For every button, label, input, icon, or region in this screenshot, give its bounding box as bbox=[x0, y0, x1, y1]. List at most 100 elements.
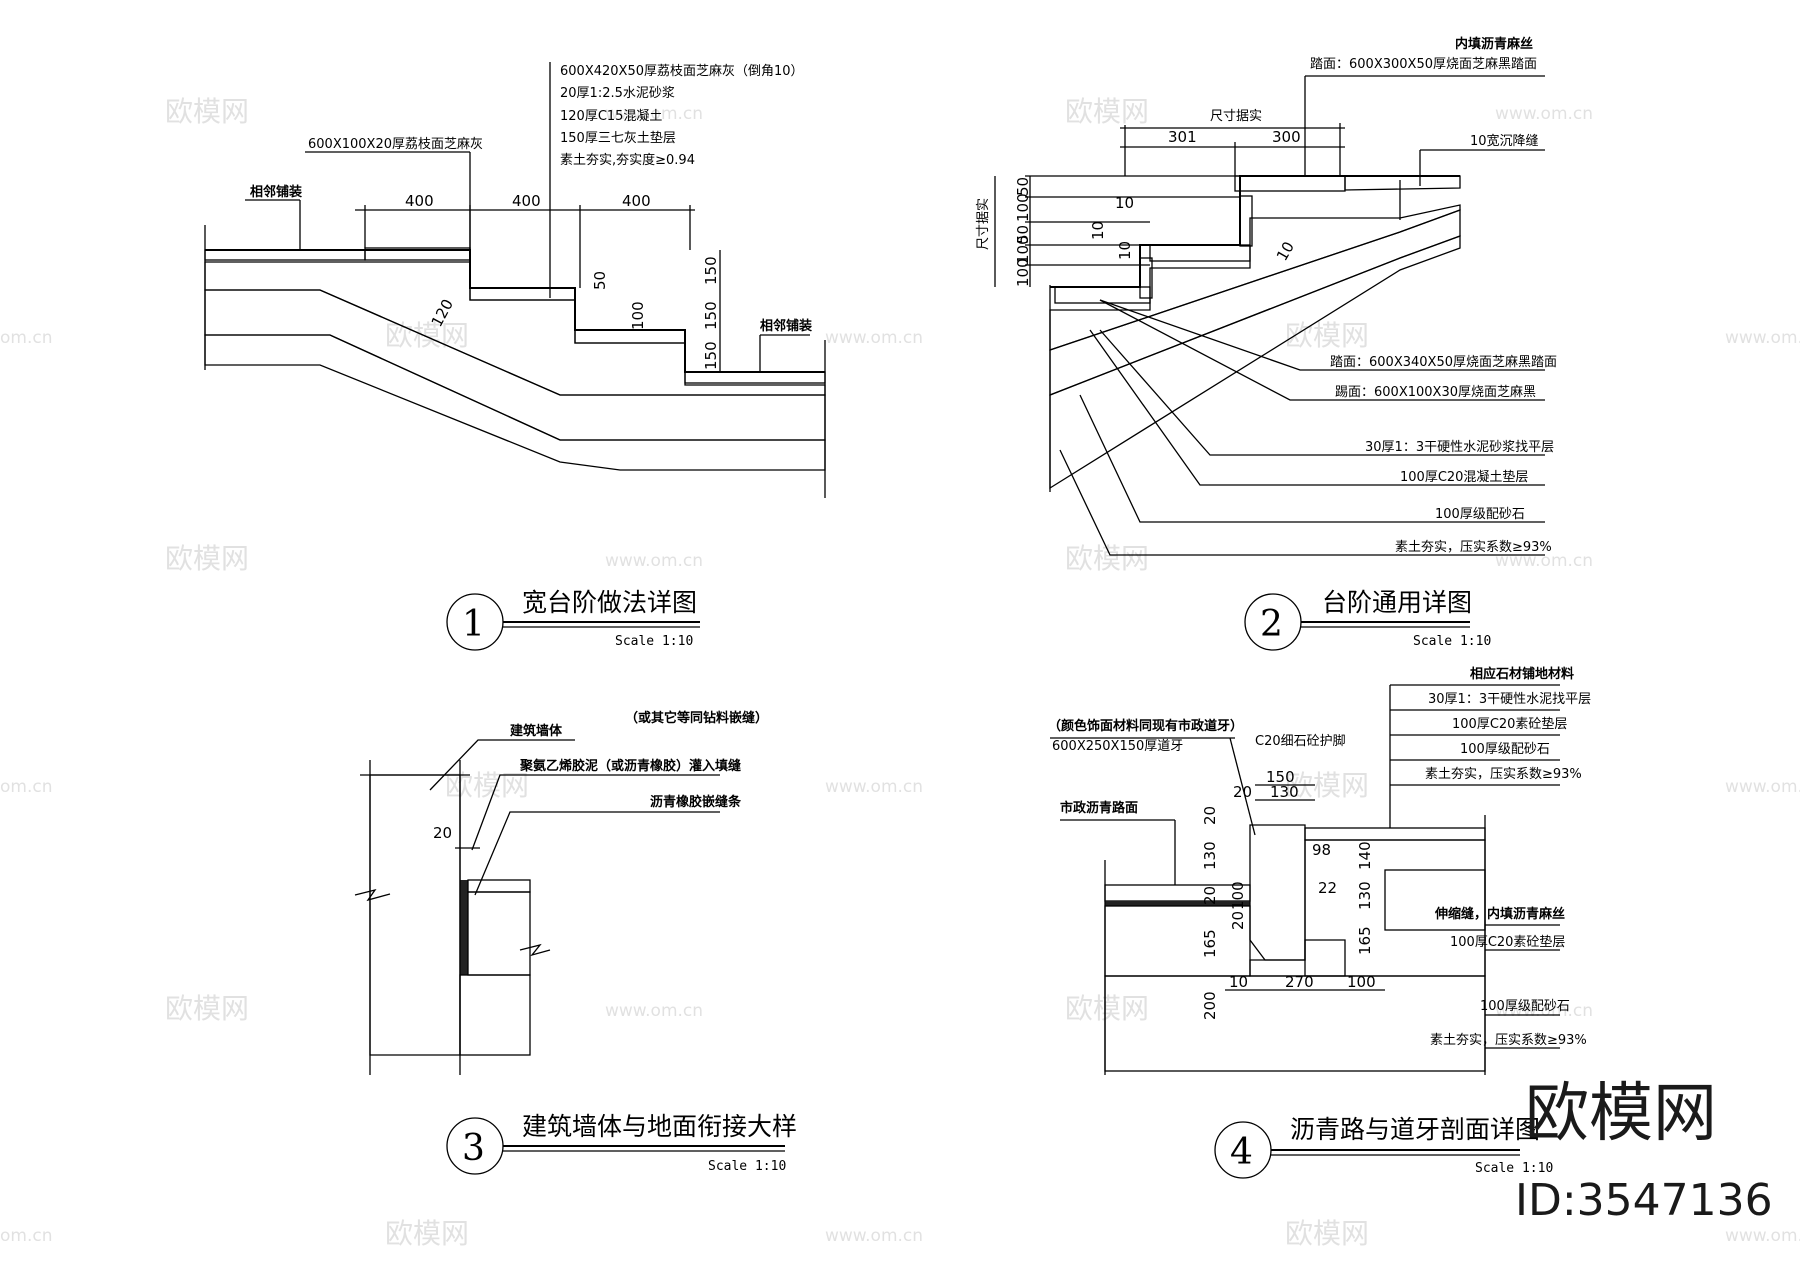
dim-label: 尺寸据实 bbox=[1210, 109, 1262, 124]
note: 沥青橡胶嵌缝条 bbox=[650, 794, 742, 810]
watermark-site: www.om.cn bbox=[605, 104, 703, 124]
dim-140: 140 bbox=[1356, 841, 1374, 870]
watermark-brand: 欧模网 bbox=[1065, 95, 1149, 128]
note: （或其它等同钻料嵌缝） bbox=[625, 710, 768, 726]
concrete-layer bbox=[204, 261, 826, 396]
dim-150: 150 bbox=[1266, 768, 1295, 786]
paving-layer bbox=[1304, 827, 1486, 841]
dim-50: 50 bbox=[1014, 225, 1032, 244]
dim-20: 20 bbox=[433, 824, 452, 842]
watermark-brand: 欧模网 bbox=[1285, 1217, 1369, 1250]
adjacent-paving-left bbox=[204, 249, 366, 261]
detail-number: 2 bbox=[1260, 604, 1283, 645]
watermark-site: www.om.cn bbox=[1495, 1001, 1593, 1021]
detail-scale: Scale 1:10 bbox=[615, 634, 693, 649]
watermark-brand: 欧模网 bbox=[165, 542, 249, 575]
side-dim-label: 尺寸据实 bbox=[976, 198, 991, 250]
dim-100: 100 bbox=[1347, 973, 1376, 991]
note: 建筑墙体 bbox=[510, 723, 563, 739]
asphalt-base bbox=[1105, 901, 1250, 906]
note: 150厚三七灰土垫层 bbox=[560, 130, 676, 146]
watermark-brand: 欧模网 bbox=[1065, 542, 1149, 575]
concrete-layer bbox=[467, 891, 531, 976]
note: 600X250X150厚道牙 bbox=[1052, 739, 1183, 754]
note: 素土夯实，压实系数≥93% bbox=[1430, 1033, 1587, 1048]
detail-title: 沥青路与道牙剖面详图 bbox=[1290, 1115, 1540, 1144]
logo-text: 欧模网 bbox=[1525, 1077, 1717, 1151]
note: 相应石材铺地材料 bbox=[1470, 666, 1574, 682]
joint-filler bbox=[460, 880, 468, 975]
concrete-layer bbox=[1049, 204, 1461, 351]
dim-400: 400 bbox=[512, 192, 541, 210]
watermark-site: www.om.cn bbox=[1495, 551, 1593, 571]
watermark-site: www.om.cn bbox=[825, 1226, 923, 1246]
dim-98: 98 bbox=[1312, 841, 1331, 859]
dim-150: 150 bbox=[702, 301, 720, 330]
dim-100: 100 bbox=[1014, 258, 1032, 287]
dim-130: 130 bbox=[1270, 783, 1299, 801]
watermark-site: www.om.cn bbox=[605, 1001, 703, 1021]
dim-20: 20 bbox=[1201, 806, 1219, 825]
dim-20: 20 bbox=[1233, 783, 1252, 801]
dim-301: 301 bbox=[1168, 128, 1197, 146]
dim-100: 100 bbox=[1014, 193, 1032, 222]
step-slab-2 bbox=[469, 287, 576, 301]
dim-400: 400 bbox=[622, 192, 651, 210]
label-top-paving: 600X100X20厚荔枝面芝麻灰 bbox=[308, 136, 483, 152]
detail-title: 台阶通用详图 bbox=[1322, 588, 1472, 617]
note: 30厚1：3干硬性水泥找平层 bbox=[1428, 692, 1591, 707]
watermark-site: www.om.cn bbox=[1495, 104, 1593, 124]
dim-22: 22 bbox=[1318, 879, 1337, 897]
dim-300: 300 bbox=[1272, 128, 1301, 146]
dim-10: 10 bbox=[1229, 973, 1248, 991]
watermark-brand: 欧模网 bbox=[445, 769, 529, 802]
watermark-site: om.cn bbox=[0, 328, 53, 348]
layer-note: 30厚1：3干硬性水泥砂浆找平层 bbox=[1365, 440, 1554, 455]
note: 100厚C20素砼垫层 bbox=[1452, 716, 1567, 732]
note: 踏面：600X300X50厚烧面芝麻黑踏面 bbox=[1310, 56, 1537, 72]
label-adjacent-paving: 相邻铺装 bbox=[760, 318, 812, 334]
layer-note: 踢面：600X100X30厚烧面芝麻黑 bbox=[1335, 384, 1536, 400]
detail-title: 建筑墙体与地面衔接大样 bbox=[522, 1112, 797, 1141]
dim-10: 10 bbox=[1115, 194, 1134, 212]
watermark-site: www.om.cn bbox=[1725, 777, 1800, 797]
watermark-brand: 欧模网 bbox=[165, 95, 249, 128]
dim-50: 50 bbox=[1014, 177, 1032, 196]
note: （颜色饰面材料同现有市政道牙） bbox=[1048, 718, 1243, 734]
stone-layer bbox=[459, 974, 531, 1056]
watermark-brand: 欧模网 bbox=[1285, 319, 1369, 352]
note: 100厚级配砂石 bbox=[1460, 742, 1550, 757]
tread-slab bbox=[1149, 244, 1251, 262]
dim-130: 130 bbox=[1356, 881, 1374, 910]
tread-slab bbox=[1234, 175, 1346, 192]
dim-10: 10 bbox=[1089, 221, 1107, 240]
note: 伸缩缝，内填沥青麻丝 bbox=[1434, 906, 1565, 922]
detail-number: 1 bbox=[462, 604, 485, 645]
dim-100: 100 bbox=[1229, 881, 1247, 910]
detail-number: 3 bbox=[462, 1128, 485, 1169]
note: 100厚C20素砼垫层 bbox=[1450, 934, 1565, 950]
dim-130: 130 bbox=[1201, 841, 1219, 870]
site-logo: 欧模网 ID:3547136 bbox=[1515, 1077, 1773, 1226]
detail-3-wall-junction: （或其它等同钻料嵌缝） 建筑墙体 聚氨乙烯胶泥（或沥青橡胶）灌入填缝 沥青橡胶嵌… bbox=[354, 710, 797, 1175]
layer-note: 100厚级配砂石 bbox=[1435, 507, 1525, 522]
detail-2-general-steps: 尺寸据实 301 300 50 100 50 100 100 尺寸据实 10 1… bbox=[976, 36, 1557, 651]
note: 600X420X50厚荔枝面芝麻灰（倒角10） bbox=[560, 63, 804, 79]
watermark-brand: 欧模网 bbox=[385, 1217, 469, 1250]
note: 120厚C15混凝土 bbox=[560, 108, 662, 124]
detail-4-asphalt-curb: 150 130 20 20 130 20 165 200 100 20 98 2… bbox=[1048, 666, 1591, 1179]
watermark-site: www.om.cn bbox=[825, 777, 923, 797]
watermark-site: om.cn bbox=[0, 777, 53, 797]
dim-100: 100 bbox=[629, 301, 647, 330]
step-slab-3 bbox=[574, 329, 686, 344]
layer-note: 踏面：600X340X50厚烧面芝麻黑踏面 bbox=[1330, 354, 1557, 370]
watermark-brand: 欧模网 bbox=[1065, 992, 1149, 1025]
note: 聚氨乙烯胶泥（或沥青橡胶）灌入填缝 bbox=[519, 758, 741, 774]
building-wall bbox=[369, 774, 461, 1056]
dim-200: 200 bbox=[1201, 991, 1219, 1020]
detail-scale: Scale 1:10 bbox=[708, 1159, 786, 1174]
watermark-site: www.om.cn bbox=[825, 328, 923, 348]
soil-layer bbox=[204, 334, 826, 471]
watermark-site: www.om.cn bbox=[605, 551, 703, 571]
note: 100厚级配砂石 bbox=[1480, 999, 1570, 1014]
